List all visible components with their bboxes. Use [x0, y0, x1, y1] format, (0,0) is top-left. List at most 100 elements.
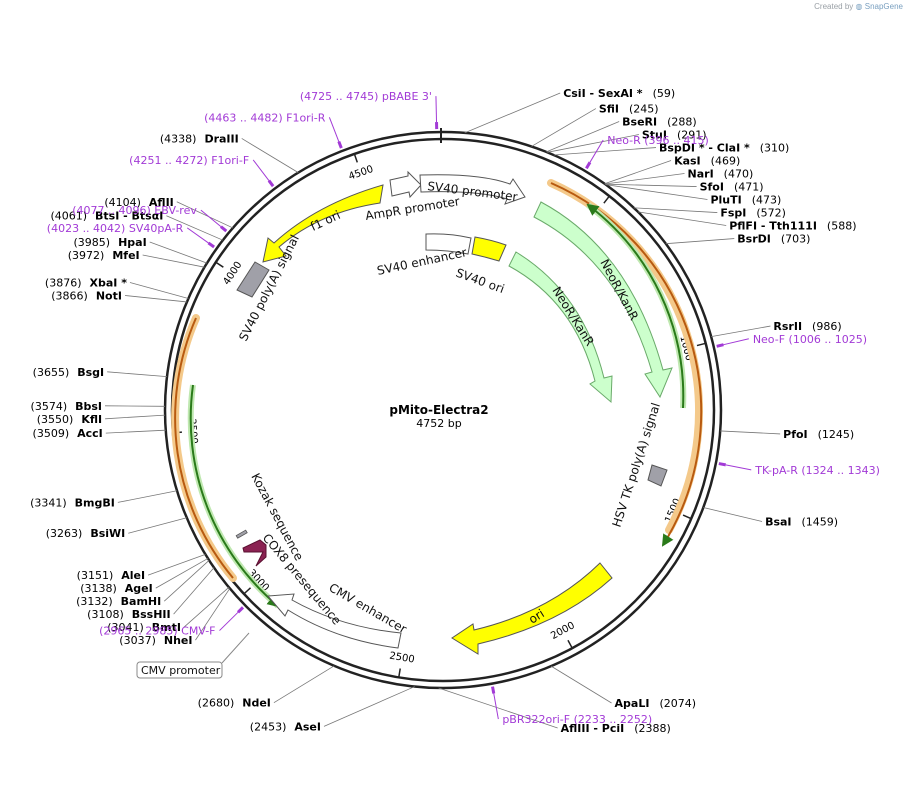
enzyme-name[interactable]: StuI [642, 129, 667, 142]
enzyme-name[interactable]: PfoI [783, 428, 808, 441]
enzyme-name[interactable]: BsaI [765, 516, 791, 529]
feature-sv40-polya [236, 261, 270, 298]
feature-ampr-promoter [389, 170, 422, 199]
enzyme-name[interactable]: BbsI [75, 400, 102, 413]
neo-orf-left-line [189, 384, 280, 608]
enzyme-name[interactable]: AseI [294, 720, 321, 733]
enzyme-name[interactable]: CsiI - SexAI * [563, 87, 643, 100]
feature-sv40-enhancer [425, 233, 472, 255]
enzyme-position: (3132) [76, 595, 113, 608]
label-hsv-tk-polya: HSV TK poly(A) signal [610, 401, 663, 529]
enzyme-leader [105, 405, 166, 407]
enzyme-position: (291) [677, 129, 707, 142]
primer-mark [219, 225, 228, 233]
primer-label[interactable]: TK-pA-R (1324 .. 1343) [754, 464, 880, 477]
tick-mark [696, 342, 706, 347]
primer-layer: (4725 .. 4745) pBABE 3' (4463 .. 4482) F1… [47, 90, 880, 726]
primer-label[interactable]: (4077 .. 4096) EBV-rev [72, 204, 197, 217]
primer-label[interactable]: Neo-F (1006 .. 1025) [753, 333, 867, 346]
enzyme-position: (59) [653, 87, 676, 100]
primer-label[interactable]: (4463 .. 4482) F1ori-R [204, 111, 326, 124]
enzyme-name[interactable]: NdeI [242, 697, 271, 710]
feature-ori [451, 562, 613, 655]
primer-leader [328, 117, 340, 142]
primer-label[interactable]: Neo-R (396 .. 415) [607, 134, 709, 147]
enzyme-name[interactable]: NarI [688, 168, 714, 181]
enzyme-name[interactable]: AflIII - PciI [561, 722, 625, 735]
enzyme-position: (2680) [198, 697, 235, 710]
enzyme-name[interactable]: BmtI [152, 621, 181, 634]
enzyme-name[interactable]: KasI [674, 155, 701, 168]
enzyme-name[interactable]: SfoI [700, 181, 724, 194]
feature-cmv-enhancer [266, 593, 402, 649]
primer-label[interactable]: (4251 .. 4272) F1ori-F [129, 154, 249, 167]
primer-leader [200, 209, 222, 228]
enzyme-leader [438, 687, 558, 729]
orf-line-left [174, 317, 234, 579]
tick-mark [353, 153, 359, 163]
enzyme-name[interactable]: AleI [121, 569, 145, 582]
enzyme-position: (3341) [30, 496, 67, 509]
enzyme-name[interactable]: AgeI [125, 582, 153, 595]
enzyme-leader [633, 207, 718, 213]
enzyme-name[interactable]: KflI [81, 413, 102, 426]
tick-mark [567, 639, 573, 649]
enzyme-name[interactable]: AccI [77, 427, 103, 440]
enzyme-position: (3550) [37, 413, 74, 426]
enzyme-leader [129, 282, 189, 299]
primer-label[interactable]: pBR322ori-F (2233 .. 2252) [502, 713, 652, 726]
enzyme-name[interactable]: NotI [96, 290, 122, 303]
enzyme-name[interactable]: PluTI [710, 194, 741, 207]
primer-mark [236, 606, 245, 614]
label-sv40-enhancer: SV40 enhancer [376, 245, 468, 278]
enzyme-name[interactable]: BtsI - BtsαI [95, 210, 163, 223]
enzyme-name[interactable]: FspI [720, 207, 746, 220]
enzyme-leader [605, 183, 697, 187]
enzyme-name[interactable]: ApaLI [615, 697, 650, 710]
enzyme-name[interactable]: BsrDI [737, 233, 771, 246]
enzyme-name[interactable]: AflII [149, 196, 174, 209]
neo-orf-right-line [586, 203, 685, 409]
enzyme-position: (3972) [68, 249, 105, 262]
enzyme-position: (3866) [51, 290, 88, 303]
enzyme-position: (3108) [87, 608, 124, 621]
label-neor-inner: NeoR/KanR [549, 284, 596, 348]
feature-cox8 [242, 539, 267, 567]
primer-label[interactable]: (4725 .. 4745) pBABE 3' [300, 90, 432, 103]
enzyme-name[interactable]: XbaI * [90, 277, 128, 290]
enzyme-name[interactable]: BseRI [622, 116, 657, 129]
enzyme-leader [550, 665, 612, 704]
primer-mark [716, 343, 724, 348]
enzyme-position: (470) [724, 168, 754, 181]
enzyme-position: (588) [827, 220, 857, 233]
enzyme-name[interactable]: BssHII [132, 608, 171, 621]
enzyme-name[interactable]: DraIII [204, 132, 238, 145]
enzyme-name[interactable]: MfeI [112, 249, 139, 262]
enzyme-position: (471) [734, 181, 764, 194]
backbone-outer [163, 130, 723, 690]
enzyme-name[interactable]: PflFI - Tth111I [729, 220, 817, 233]
enzyme-leader [703, 507, 763, 522]
primer-label[interactable]: (2965 .. 2985) CMV-F [99, 625, 215, 638]
primer-label[interactable]: (4023 .. 4042) SV40pA-R [47, 222, 184, 235]
enzyme-position: (572) [756, 207, 786, 220]
enzyme-name[interactable]: RsrII [773, 320, 802, 333]
enzyme-name[interactable]: BsgI [77, 366, 104, 379]
primer-mark [337, 140, 343, 149]
enzyme-leader [124, 295, 187, 303]
enzyme-name[interactable]: HpaI [118, 236, 147, 249]
plasmid-size: 4752 bp [416, 417, 461, 430]
enzyme-leader [241, 138, 299, 173]
enzyme-name[interactable]: BspDI * - ClaI * [659, 142, 750, 155]
enzyme-name[interactable]: SfiI [599, 103, 619, 116]
primer-leader [493, 693, 499, 720]
tick-mark [243, 587, 252, 595]
feature-sv40-ori [471, 236, 507, 262]
enzyme-position: (3509) [33, 427, 70, 440]
enzyme-position: (3037) [119, 634, 156, 647]
enzyme-name[interactable]: BamHI [121, 595, 162, 608]
enzyme-name[interactable]: NheI [164, 634, 193, 647]
enzyme-name[interactable]: BmgBI [75, 496, 115, 509]
enzyme-name[interactable]: BsiWI [90, 527, 125, 540]
